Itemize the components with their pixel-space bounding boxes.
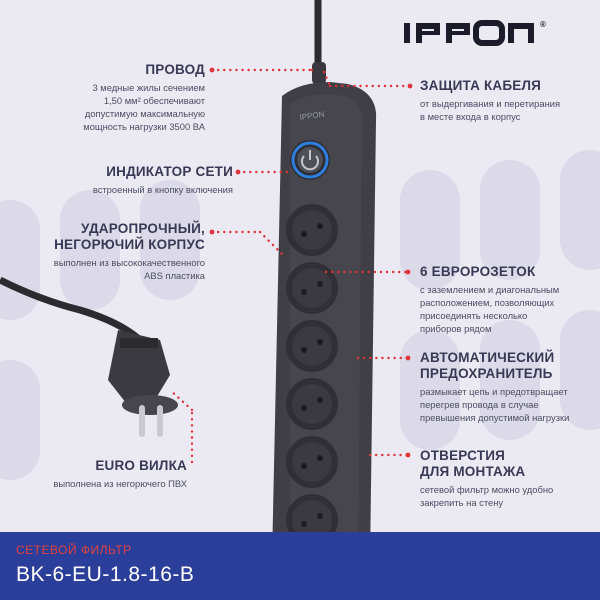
feature-wire: ПРОВОД 3 медные жилы сечением 1,50 мм² о… [10,62,205,133]
title-line: УДАРОПРОЧНЫЙ, [81,221,205,236]
desc-line: расположением, позволяющих [420,297,555,308]
feature-desc: с заземлением и диагональным расположени… [420,283,598,335]
title-line: ДЛЯ МОНТАЖА [420,464,526,479]
desc-line: ABS пластика [144,270,205,281]
feature-desc: выполнен из высококачественного ABS плас… [10,256,205,282]
title-line: ОТВЕРСТИЯ [420,448,506,463]
power-indicator-ring [291,141,329,179]
desc-line: допустимую максимальную [84,108,205,119]
feature-desc: размыкает цепь и предотвращает перегрев … [420,385,598,424]
desc-line: выполнен из высококачественного [53,257,205,268]
desc-line: присоединять несколько [420,310,528,321]
title-line: НЕГОРЮЧИЙ КОРПУС [54,237,205,252]
desc-line: приборов рядом [420,323,492,334]
feature-title: АВТОМАТИЧЕСКИЙ ПРЕДОХРАНИТЕЛЬ [420,350,598,382]
desc-line: с заземлением и диагональным [420,284,560,295]
desc-line: перегрев провода в случае [420,399,539,410]
feature-title: ЗАЩИТА КАБЕЛЯ [420,78,542,93]
feature-body: УДАРОПРОЧНЫЙ, НЕГОРЮЧИЙ КОРПУС выполнен … [10,221,205,282]
desc-line: от выдергивания и перетирания [420,98,561,109]
desc-line: выполнена из негорючего ПВХ [53,478,187,489]
feature-title: ОТВЕРСТИЯ ДЛЯ МОНТАЖА [420,448,598,480]
device-brand-label: IPPON [299,110,325,122]
feature-title: EURO ВИЛКА [95,458,187,473]
desc-line: превышения допустимой нагрузки [420,412,570,423]
feature-desc: 3 медные жилы сечением 1,50 мм² обеспечи… [10,81,205,133]
euro-plug [108,330,178,437]
desc-line: закрепить на стену [420,497,504,508]
desc-line: мощность нагрузки 3500 ВА [83,121,205,132]
feature-desc: сетевой фильтр можно удобно закрепить на… [420,483,598,509]
feature-title: УДАРОПРОЧНЫЙ, НЕГОРЮЧИЙ КОРПУС [10,221,205,253]
desc-line: сетевой фильтр можно удобно [420,484,554,495]
feature-title: ИНДИКАТОР СЕТИ [106,164,233,179]
footer-bar [0,532,600,600]
feature-indicator: ИНДИКАТОР СЕТИ встроенный в кнопку включ… [10,164,233,196]
product-model: BK-6-EU-1.8-16-B [16,563,195,586]
product-type: СЕТЕВОЙ ФИЛЬТР [16,543,132,557]
feature-sockets: 6 ЕВРОРОЗЕТОК с заземлением и диагональн… [420,264,598,335]
desc-line: встроенный в кнопку включения [92,184,233,195]
desc-line: размыкает цепь и предотвращает [420,386,568,397]
feature-desc: встроенный в кнопку включения [10,183,233,196]
registered-mark: ® [540,20,547,29]
feature-desc: от выдергивания и перетирания в месте вх… [420,97,598,123]
feature-desc: выполнена из негорючего ПВХ [10,477,187,490]
desc-line: 1,50 мм² обеспечивают [103,95,205,106]
ippon-logo-icon: ® [404,20,547,46]
feature-cable-protect: ЗАЩИТА КАБЕЛЯ от выдергивания и перетира… [420,78,598,123]
feature-title: 6 ЕВРОРОЗЕТОК [420,264,536,279]
power-icon [301,155,319,171]
feature-fuse: АВТОМАТИЧЕСКИЙ ПРЕДОХРАНИТЕЛЬ размыкает … [420,350,598,424]
brand-logo: ® [404,17,554,49]
feature-title: ПРОВОД [145,62,205,77]
desc-line: 3 медные жилы сечением [92,82,205,93]
feature-mount: ОТВЕРСТИЯ ДЛЯ МОНТАЖА сетевой фильтр мож… [420,448,598,509]
feature-plug: EURO ВИЛКА выполнена из негорючего ПВХ [10,458,187,490]
title-line: АВТОМАТИЧЕСКИЙ [420,350,555,365]
desc-line: в месте входа в корпус [420,111,521,122]
title-line: ПРЕДОХРАНИТЕЛЬ [420,366,553,381]
